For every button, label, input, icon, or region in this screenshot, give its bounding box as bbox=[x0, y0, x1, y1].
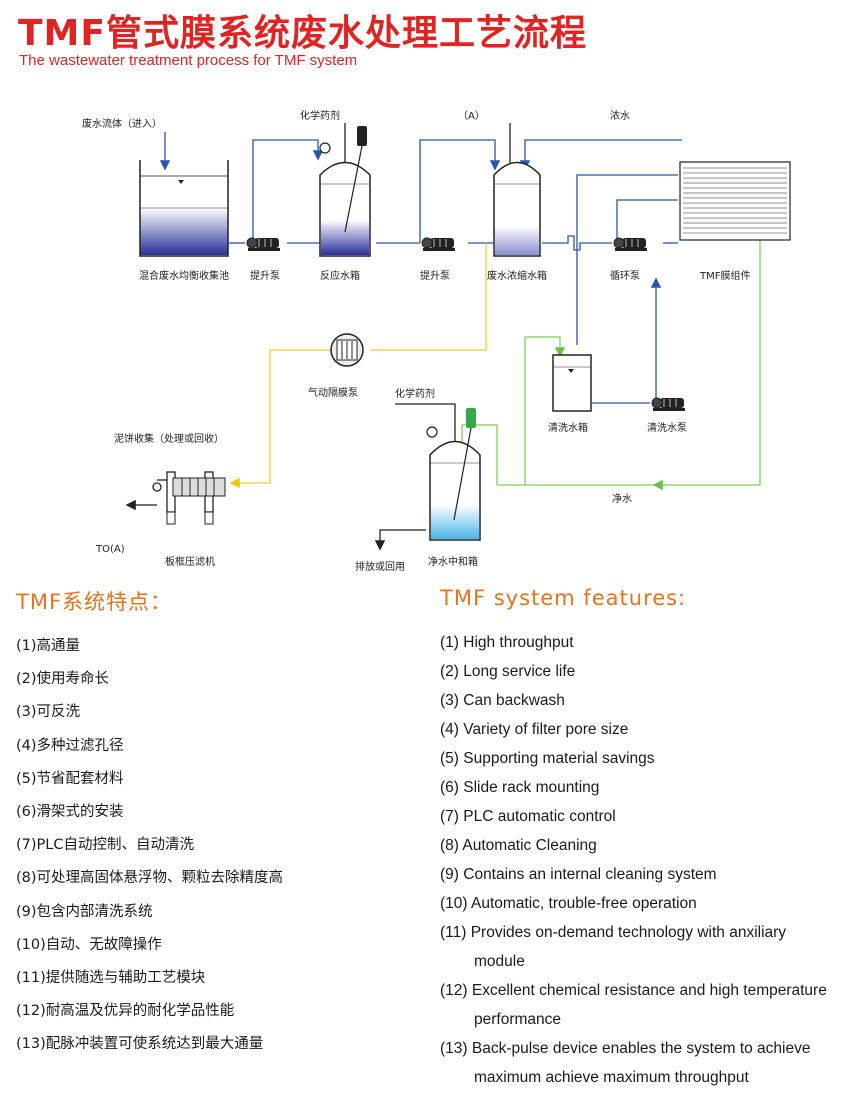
label-concentrate: 浓水 bbox=[610, 110, 630, 122]
label-sludge: 泥饼收集（处理或回收） bbox=[114, 432, 224, 445]
feature-en-item: (1) High throughput bbox=[440, 634, 574, 651]
feature-cn-item: (2)使用寿命长 bbox=[16, 671, 110, 688]
feature-en-item: (7) PLC automatic control bbox=[440, 808, 616, 825]
circulation-pump-icon bbox=[613, 237, 647, 251]
feature-en-item: maximum achieve maximum throughput bbox=[474, 1069, 749, 1086]
feature-en-item: (6) Slide rack mounting bbox=[440, 779, 600, 796]
pumps bbox=[246, 237, 685, 411]
label-clean-water: 净水 bbox=[612, 492, 632, 505]
label-lift-pump2: 提升泵 bbox=[420, 270, 450, 282]
mixer-motor-icon bbox=[357, 126, 367, 146]
feature-en-item: (10) Automatic, trouble-free operation bbox=[440, 895, 697, 912]
label-a-in: （A） bbox=[458, 110, 485, 122]
feature-en-item: (4) Variety of filter pore size bbox=[440, 721, 629, 738]
blue-pipes bbox=[159, 132, 682, 404]
label-discharge: 排放或回用 bbox=[355, 560, 405, 573]
cleaning-tank bbox=[552, 354, 592, 412]
features-en-heading: TMF system features: bbox=[440, 586, 687, 610]
label-chem2: 化学药剂 bbox=[395, 387, 435, 400]
label-circulation-pump: 循环泵 bbox=[610, 269, 640, 282]
label-cleaning-pump: 清洗水泵 bbox=[647, 421, 687, 434]
yellow-pipes bbox=[229, 243, 487, 489]
feature-cn-item: (13)配脉冲装置可使系统达到最大通量 bbox=[16, 1036, 264, 1053]
feature-cn-item: (7)PLC自动控制、自动清洗 bbox=[16, 837, 194, 854]
label-equalization-tank: 混合废水均衡收集池 bbox=[139, 269, 229, 282]
label-filter-press: 板框压滤机 bbox=[165, 555, 215, 568]
feature-en-item: (9) Contains an internal cleaning system bbox=[440, 866, 717, 883]
label-inflow: 废水流体（进入） bbox=[82, 117, 162, 130]
tmf-membrane-module bbox=[679, 161, 791, 241]
label-membrane: TMF膜组件 bbox=[699, 269, 751, 282]
label-to-a: TO(A) bbox=[95, 544, 125, 555]
mixer-motor-icon bbox=[466, 408, 476, 428]
feature-cn-item: (3)可反洗 bbox=[16, 704, 81, 721]
feature-cn-item: (10)自动、无故障操作 bbox=[16, 936, 162, 953]
filter-press bbox=[152, 471, 226, 525]
label-diaphragm-pump: 气动隔膜泵 bbox=[308, 386, 358, 399]
feature-en-item: (3) Can backwash bbox=[440, 692, 565, 709]
feature-en-item: (2) Long service life bbox=[440, 663, 576, 680]
lift-pump-1-icon bbox=[246, 237, 280, 251]
feature-en-item: performance bbox=[474, 1011, 562, 1028]
equalization-tank bbox=[139, 160, 229, 257]
diaphragm-pump-icon bbox=[330, 333, 364, 367]
label-reaction-tank: 反应水箱 bbox=[320, 269, 360, 282]
page-subtitle: The wastewater treatment process for TMF… bbox=[19, 52, 358, 69]
feature-en-item: module bbox=[474, 953, 525, 970]
label-chem1: 化学药剂 bbox=[300, 109, 340, 122]
gauge-icon bbox=[319, 142, 331, 154]
neutral-tank bbox=[426, 408, 481, 541]
cleaning-pump-icon bbox=[651, 397, 685, 411]
label-concentrate-tank: 废水浓缩水箱 bbox=[487, 269, 547, 282]
gauge-icon bbox=[426, 426, 438, 438]
feature-en-item: (12) Excellent chemical resistance and h… bbox=[440, 982, 827, 999]
feature-en-item: (11) Provides on-demand technology with … bbox=[440, 924, 787, 941]
feature-cn-item: (6)滑架式的安装 bbox=[16, 804, 124, 820]
feature-cn-item: (5)节省配套材料 bbox=[16, 770, 124, 787]
feature-cn-item: (11)提供随选与辅助工艺模块 bbox=[16, 970, 206, 986]
lift-pump-2-icon bbox=[421, 237, 455, 251]
feature-en-item: (8) Automatic Cleaning bbox=[440, 837, 597, 854]
feature-cn-item: (8)可处理高固体悬浮物、颗粒去除精度高 bbox=[16, 870, 284, 887]
label-cleaning-tank: 清洗水箱 bbox=[548, 421, 588, 434]
reaction-tank bbox=[319, 126, 371, 257]
feature-cn-item: (4)多种过滤孔径 bbox=[16, 737, 124, 754]
feature-en-item: (5) Supporting material savings bbox=[440, 750, 655, 767]
page-title: TMF管式膜系统废水处理工艺流程 bbox=[18, 13, 587, 54]
feature-cn-item: (9)包含内部清洗系统 bbox=[16, 903, 153, 920]
feature-en-item: (13) Back-pulse device enables the syste… bbox=[440, 1040, 811, 1057]
feature-cn-item: (12)耐高温及优异的耐化学品性能 bbox=[16, 1003, 235, 1020]
concentrate-tank bbox=[493, 161, 541, 257]
label-lift-pump1: 提升泵 bbox=[250, 270, 280, 282]
label-neutral-tank: 净水中和箱 bbox=[428, 555, 478, 568]
features-cn-heading: TMF系统特点： bbox=[16, 590, 173, 614]
feature-cn-item: (1)高通量 bbox=[16, 638, 81, 654]
